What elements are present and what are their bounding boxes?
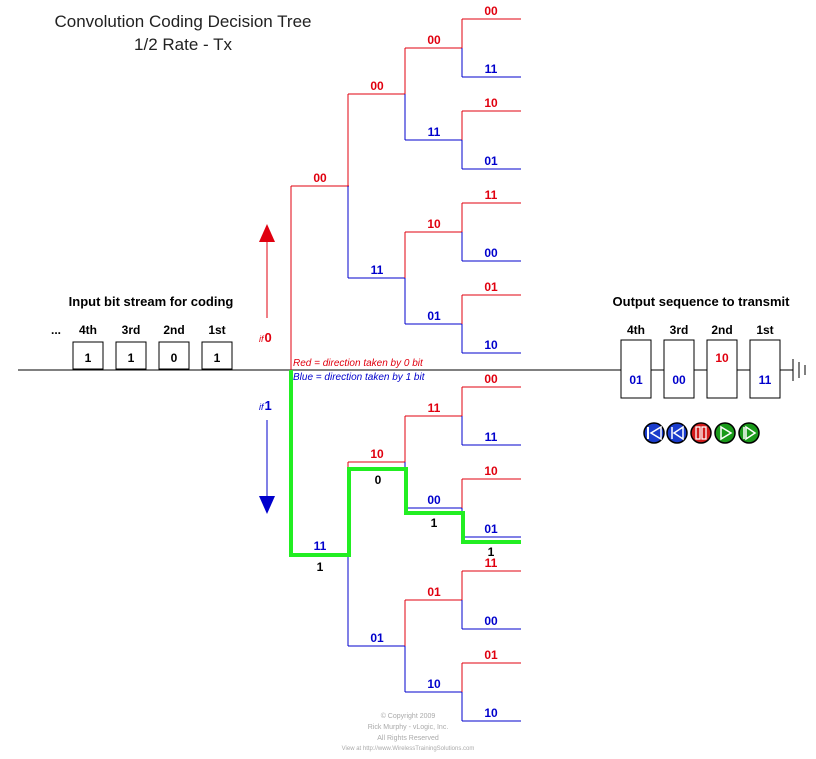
branch-label-level2-0: 00 <box>370 79 384 93</box>
input-bit-label-1st: 1st <box>208 323 225 337</box>
step-forward-icon[interactable] <box>738 422 760 444</box>
input-bit-value-1st: 1 <box>214 351 221 365</box>
branch-label-level4-3: 01 <box>484 154 498 168</box>
output-slot-value-4th: 01 <box>629 373 643 387</box>
input-bit-label-2nd: 2nd <box>163 323 184 337</box>
step-back-icon[interactable] <box>666 422 688 444</box>
branch-label-level4-15: 10 <box>484 706 498 720</box>
branch-label-level3-0: 00 <box>427 33 441 47</box>
down-arrow-icon <box>259 420 275 514</box>
branch-label-level3-4: 11 <box>428 401 441 415</box>
output-slot-box-1st <box>749 339 781 399</box>
branch-label-level2-3: 01 <box>370 631 384 645</box>
copyright-line-3: All Rights Reserved <box>377 735 439 742</box>
encoding-path <box>289 370 521 557</box>
branch-label-level1-0: 00 <box>313 171 327 185</box>
up-arrow-icon <box>259 224 275 318</box>
copyright-line-4: View at http://www.WirelessTrainingSolut… <box>342 746 475 752</box>
branch-label-level4-1: 11 <box>485 62 498 76</box>
branch-label-level4-8: 00 <box>484 372 498 386</box>
path-bit-4: 1 <box>488 545 495 559</box>
output-slot-value-3rd: 00 <box>672 373 686 387</box>
input-heading: Input bit stream for coding <box>69 294 234 309</box>
output-heading: Output sequence to transmit <box>613 294 791 309</box>
branch-label-level4-4: 11 <box>485 188 498 202</box>
copyright-line-2: Rick Murphy - vLogic, Inc. <box>368 724 449 731</box>
play-icon[interactable] <box>714 422 736 444</box>
legend-blue: Blue = direction taken by 1 bit <box>293 372 426 383</box>
if-zero-label: if0 <box>259 330 272 345</box>
output-slot-box-2nd <box>706 339 738 399</box>
input-bit-box-3rd <box>115 341 147 370</box>
rewind-start-icon[interactable] <box>643 422 665 444</box>
output-slot-box-3rd <box>663 339 695 399</box>
output-slot-value-2nd: 10 <box>715 351 729 365</box>
input-bit-label-3rd: 3rd <box>122 323 141 337</box>
branch-label-level4-11: 01 <box>484 522 498 536</box>
input-bit-label-4th: 4th <box>79 323 97 337</box>
branch-label-level4-12: 11 <box>485 556 498 570</box>
output-slot-label-3rd: 3rd <box>670 323 689 337</box>
path-bit-3: 1 <box>431 516 438 530</box>
branch-label-level3-5: 00 <box>427 493 441 507</box>
branch-label-level4-6: 01 <box>484 280 498 294</box>
input-bit-value-2nd: 0 <box>171 351 178 365</box>
tree-branch-labels: 0011001110010011100111000110001110011100… <box>313 4 498 720</box>
output-slot-label-4th: 4th <box>627 323 645 337</box>
branch-label-level4-14: 01 <box>484 648 498 662</box>
input-bit-box-2nd <box>158 341 190 370</box>
branch-label-level1-1: 11 <box>314 539 327 553</box>
playback-controls <box>643 422 760 444</box>
path-bit-2: 0 <box>375 473 382 487</box>
title-line-1: Convolution Coding Decision Tree <box>54 12 311 31</box>
input-ellipsis: ... <box>51 323 61 337</box>
input-bit-box-1st <box>201 341 233 370</box>
branch-label-level4-7: 10 <box>484 338 498 352</box>
branch-label-level3-2: 10 <box>427 217 441 231</box>
branch-label-level4-10: 10 <box>484 464 498 478</box>
input-bit-box-4th <box>72 341 104 370</box>
branch-label-level4-0: 00 <box>484 4 498 18</box>
input-bits: 4th 1 3rd 1 2nd 0 1st 1 <box>72 323 233 370</box>
path-bit-1: 1 <box>317 560 324 574</box>
copyright-line-1: © Copyright 2009 <box>381 712 436 720</box>
output-slot-label-2nd: 2nd <box>711 323 732 337</box>
output-slot-box-4th <box>620 339 652 399</box>
branch-label-level2-2: 10 <box>370 447 384 461</box>
if-one-label: if1 <box>259 398 272 413</box>
output-slot-value-1st: 11 <box>759 373 772 387</box>
branch-label-level4-5: 00 <box>484 246 498 260</box>
branch-label-level3-7: 10 <box>427 677 441 691</box>
branch-label-level4-13: 00 <box>484 614 498 628</box>
branch-label-level4-9: 11 <box>485 430 498 444</box>
input-bit-value-3rd: 1 <box>128 351 135 365</box>
ground-symbol <box>792 359 806 381</box>
branch-label-level2-1: 11 <box>371 263 384 277</box>
pause-icon[interactable] <box>690 422 712 444</box>
branch-label-level3-6: 01 <box>427 585 441 599</box>
legend-red: Red = direction taken by 0 bit <box>293 358 424 369</box>
branch-label-level4-2: 10 <box>484 96 498 110</box>
input-bit-value-4th: 1 <box>85 351 92 365</box>
output-slot-label-1st: 1st <box>756 323 773 337</box>
title-line-2: 1/2 Rate - Tx <box>134 35 232 54</box>
branch-label-level3-1: 11 <box>428 125 441 139</box>
branch-label-level3-3: 01 <box>427 309 441 323</box>
output-slots: 4th 01 3rd 00 2nd 10 1st 11 <box>620 323 781 399</box>
